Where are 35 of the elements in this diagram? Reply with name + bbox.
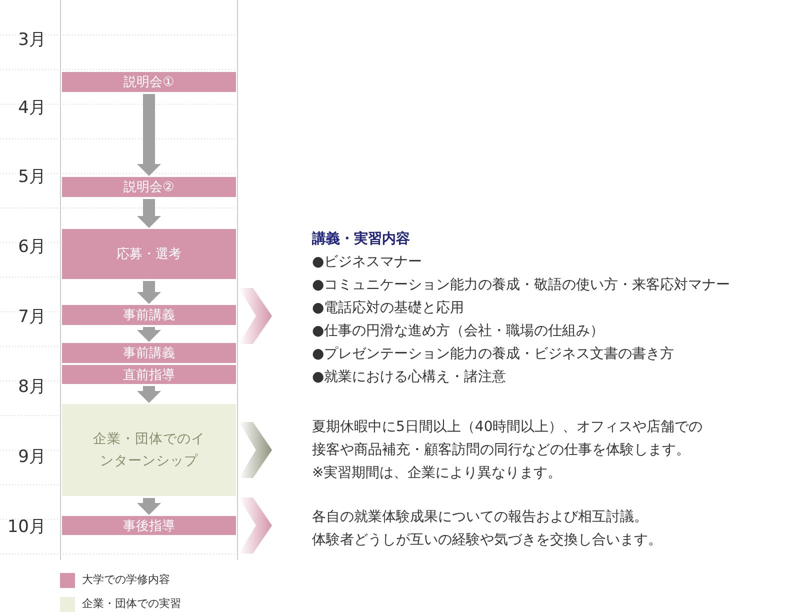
arrow bbox=[137, 327, 161, 342]
arrow bbox=[137, 498, 161, 515]
schedule-bar: 事前講義 bbox=[62, 343, 236, 363]
description-text: 夏期休暇中に5日間以上（40時間以上）、オフィスや店舗での接客や商品補充・顧客訪問の同行などの仕事を体験します。 bbox=[312, 418, 704, 460]
month-label: 7月 bbox=[17, 306, 46, 328]
bullet-item: ●電話応対の基礎と応用 bbox=[312, 299, 466, 318]
month-label: 5月 bbox=[17, 166, 46, 188]
schedule-bar: 説明会① bbox=[62, 72, 236, 92]
legend-text: 大学での学修内容 bbox=[82, 572, 170, 587]
arrow bbox=[137, 94, 161, 176]
bullet-item: ●プレゼンテーション能力の養成・ビジネス文書の書き方 bbox=[312, 345, 676, 364]
arrow bbox=[137, 386, 161, 403]
bullet-item: ●仕事の円滑な進め方（会社・職場の仕組み） bbox=[312, 322, 606, 341]
description-text: 体験者どうしが互いの経験や気づきを交換し合います。 bbox=[312, 531, 662, 550]
section-heading: 講義・実習内容 bbox=[312, 230, 411, 249]
schedule-bar: 事後指導 bbox=[62, 516, 236, 535]
schedule-bar: 事前講義 bbox=[62, 305, 236, 325]
schedule-bar: 直前指導 bbox=[62, 365, 236, 384]
month-label: 8月 bbox=[17, 376, 46, 398]
schedule-bar: 応募・選考 bbox=[62, 229, 236, 279]
month-label: 10月 bbox=[6, 516, 46, 538]
bullet-item: ●ビジネスマナー bbox=[312, 253, 424, 272]
internship-box: 企業・団体でのインターンシップ bbox=[62, 404, 236, 496]
month-label: 6月 bbox=[17, 236, 46, 258]
bullet-item: ●就業における心構え・諸注意 bbox=[312, 368, 508, 387]
schedule-bar: 説明会② bbox=[62, 177, 236, 197]
month-label: 4月 bbox=[17, 97, 46, 119]
month-label: 3月 bbox=[17, 29, 46, 51]
legend-text: 企業・団体での実習 bbox=[82, 596, 181, 611]
description-text: ※実習期間は、企業により異なります。 bbox=[312, 464, 563, 483]
month-label: 9月 bbox=[17, 446, 46, 468]
bullet-item: ●コミュニケーション能力の養成・敬語の使い方・来客応対マナー bbox=[312, 276, 730, 295]
description-text: 各自の就業体験成果についての報告および相互討議。 bbox=[312, 508, 649, 527]
arrow bbox=[137, 281, 161, 304]
arrow bbox=[137, 199, 161, 228]
